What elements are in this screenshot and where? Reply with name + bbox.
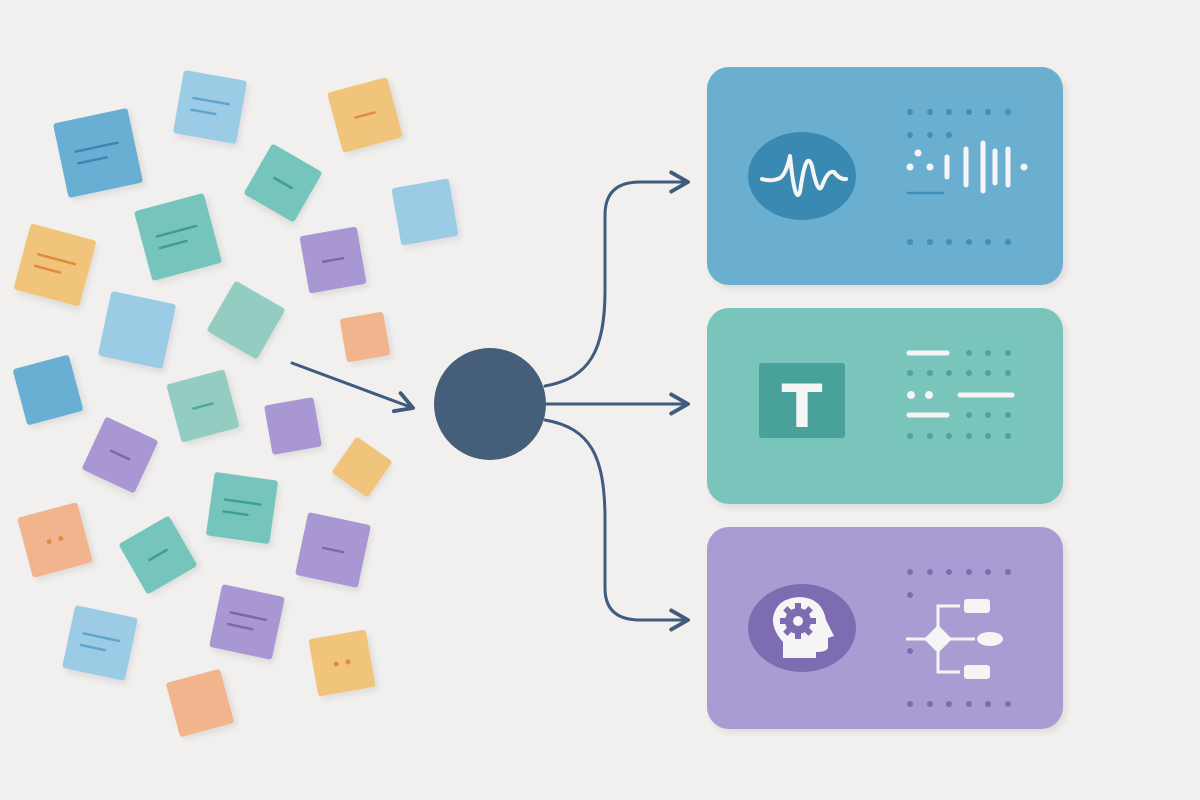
- note-card: [17, 502, 93, 578]
- dot: [1005, 701, 1011, 707]
- dot: [907, 569, 913, 575]
- dot: [907, 433, 913, 439]
- dot: [927, 569, 933, 575]
- dot: [985, 350, 991, 356]
- note-card: [206, 472, 278, 544]
- note-card: [295, 512, 371, 588]
- dot: [1005, 350, 1011, 356]
- dot: [1005, 569, 1011, 575]
- head-gear-icon: [772, 597, 834, 658]
- dot: [966, 370, 972, 376]
- hub-node: [434, 348, 546, 460]
- waveform-icon: [760, 154, 848, 197]
- dot: [946, 109, 952, 115]
- dot: [966, 412, 972, 418]
- note-card: [332, 437, 392, 497]
- connectors: [290, 170, 690, 632]
- dot: [946, 701, 952, 707]
- dot: [985, 569, 991, 575]
- dot: [985, 370, 991, 376]
- dot: [946, 132, 952, 138]
- note-card: [244, 144, 322, 222]
- dot: [907, 132, 913, 138]
- text-icon-bg: [759, 363, 845, 438]
- note-card: [209, 584, 285, 660]
- note-card: [327, 77, 403, 153]
- note-card: [173, 70, 247, 144]
- dot: [907, 701, 913, 707]
- dot: [966, 569, 972, 575]
- dot: [907, 109, 913, 115]
- dot: [985, 433, 991, 439]
- dot: [966, 350, 972, 356]
- text-t-icon: T: [782, 372, 823, 442]
- dot: [1005, 239, 1011, 245]
- dot: [927, 433, 933, 439]
- input-arrow: [290, 361, 415, 414]
- note-card: [207, 281, 285, 359]
- dot: [946, 433, 952, 439]
- branch-arrow-audio: [543, 170, 690, 388]
- dot: [927, 109, 933, 115]
- note-card: [166, 669, 234, 737]
- dot: [927, 370, 933, 376]
- dot: [1005, 109, 1011, 115]
- dot: [985, 239, 991, 245]
- dot: [985, 109, 991, 115]
- branch-arrow-reasoning: [543, 418, 690, 632]
- dot: [927, 701, 933, 707]
- note-card: [53, 108, 143, 198]
- dot: [946, 569, 952, 575]
- dot: [985, 701, 991, 707]
- dot: [985, 412, 991, 418]
- dot: [946, 370, 952, 376]
- note-card: [14, 224, 96, 306]
- note-card: [62, 605, 138, 681]
- note-card: [264, 397, 322, 455]
- note-card: [166, 369, 240, 443]
- note-card: [308, 629, 376, 697]
- note-card: [82, 417, 158, 493]
- dot: [966, 701, 972, 707]
- note-card: [134, 193, 222, 281]
- output-cards: T: [707, 67, 1063, 729]
- note-card: [339, 311, 391, 363]
- note-card: [13, 355, 83, 425]
- dot: [927, 132, 933, 138]
- dot: [927, 239, 933, 245]
- scattered-notes: [13, 70, 459, 737]
- dot: [1005, 433, 1011, 439]
- note-card: [98, 291, 176, 369]
- dot: [966, 109, 972, 115]
- note-card: [299, 226, 367, 294]
- dot: [946, 239, 952, 245]
- card-text: T: [707, 308, 1063, 504]
- dot: [1005, 370, 1011, 376]
- flowchart-icon: [906, 604, 975, 674]
- dot: [966, 239, 972, 245]
- dot: [907, 239, 913, 245]
- card-audio: [707, 67, 1063, 285]
- dot: [966, 433, 972, 439]
- note-card: [391, 178, 459, 246]
- dot: [1005, 412, 1011, 418]
- note-card: [119, 516, 197, 594]
- card-reasoning: [707, 527, 1063, 729]
- dot: [907, 370, 913, 376]
